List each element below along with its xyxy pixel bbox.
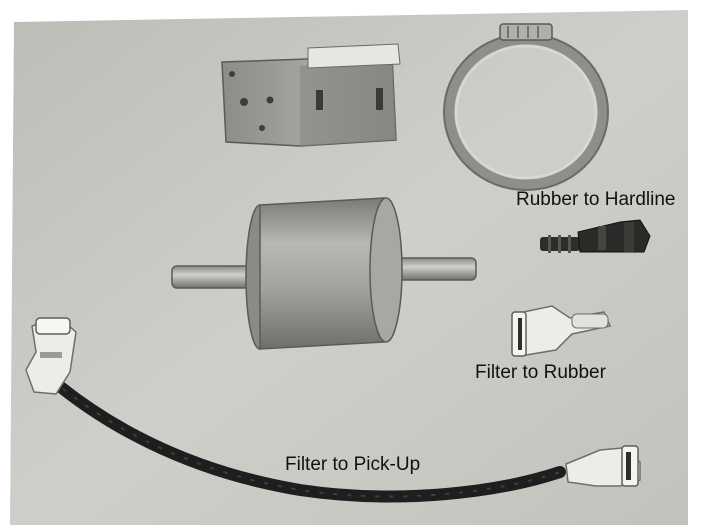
hose-clamp: [443, 23, 609, 191]
fuel-filter: [171, 197, 477, 350]
right-margin: [688, 0, 716, 525]
filter-to-rubber-connector: [511, 305, 612, 357]
label-filter-to-pickup: Filter to Pick-Up: [285, 454, 421, 475]
label-filter-to-rubber: Filter to Rubber: [475, 362, 606, 383]
filter-to-pickup-hose: [25, 317, 641, 503]
label-rubber-to-hardline: Rubber to Hardline: [516, 189, 676, 210]
mounting-bracket: [221, 43, 401, 147]
rubber-to-hardline-connector: [540, 219, 651, 253]
